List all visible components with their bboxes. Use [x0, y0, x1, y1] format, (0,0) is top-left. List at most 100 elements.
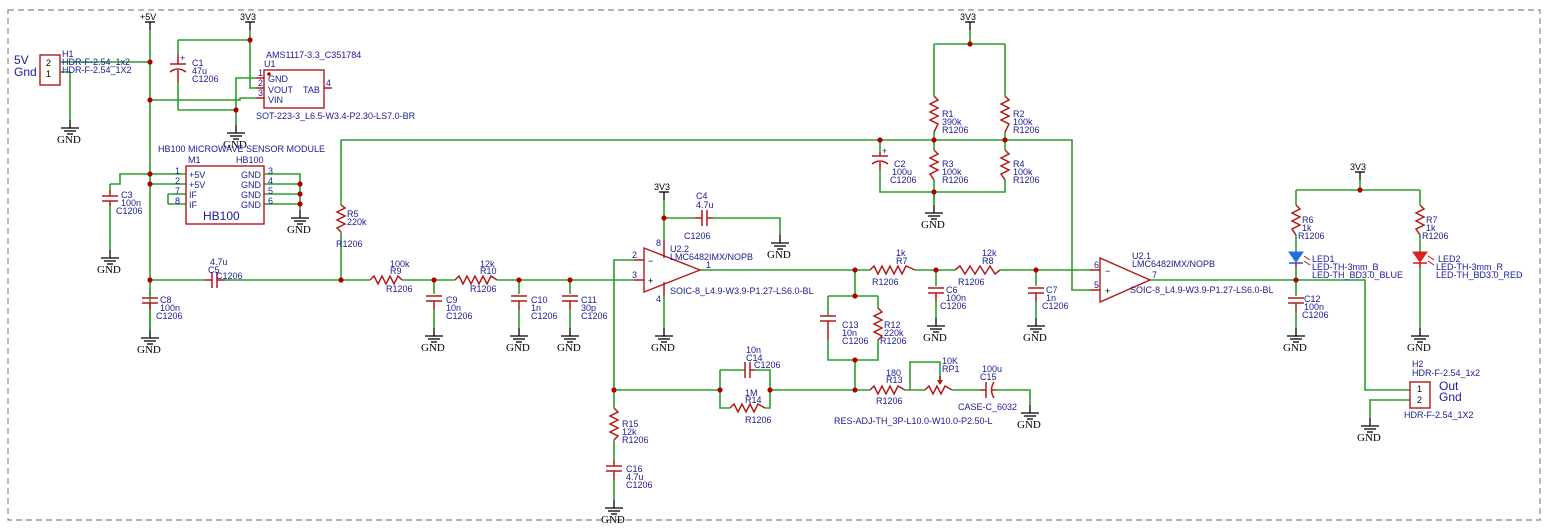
svg-text:+: + — [1105, 286, 1110, 296]
gnd-label: GND — [137, 344, 161, 356]
gnd-label: GND — [601, 514, 625, 526]
u22-value: LMC6482IMX/NOPB — [670, 252, 753, 262]
m1-title: HB100 MICROWAVE SENSOR MODULE — [158, 144, 325, 154]
resistor-r13: 180 R13 R1206 — [869, 368, 906, 406]
svg-text:220k: 220k — [347, 217, 367, 227]
svg-text:GND: GND — [241, 180, 262, 190]
u21-value: LMC6482IMX/NOPB — [1132, 259, 1215, 269]
svg-text:8: 8 — [175, 196, 180, 206]
svg-text:1k: 1k — [1426, 223, 1436, 233]
svg-text:C5: C5 — [208, 265, 220, 275]
svg-text:C1206: C1206 — [581, 311, 608, 321]
svg-text:12k: 12k — [622, 427, 637, 437]
resistor-r5: R5 220k R1206 — [335, 204, 367, 249]
svg-text:1: 1 — [1417, 384, 1422, 394]
gnd-label: GND — [1283, 342, 1307, 354]
svg-text:C8: C8 — [160, 295, 172, 305]
svg-text:HB100: HB100 — [236, 155, 264, 165]
gnd-label: GND — [651, 342, 675, 354]
capacitor-c16: C16 4.7u C1206 — [606, 460, 653, 490]
resistor-r7: R7 1k R1206 — [1414, 204, 1449, 241]
svg-text:6: 6 — [268, 196, 273, 206]
svg-text:2: 2 — [46, 58, 51, 68]
svg-text:IF: IF — [189, 200, 198, 210]
svg-text:390k: 390k — [942, 117, 962, 127]
opamp-u2-2: − + 2 3 1 8 4 U2.2 LMC6482IMX/NOPB SOIC-… — [632, 238, 814, 304]
gnd-label: GND — [767, 249, 791, 261]
svg-text:C1206: C1206 — [842, 336, 869, 346]
svg-text:R6: R6 — [1302, 215, 1314, 225]
gnd-label: GND — [1023, 332, 1047, 344]
svg-text:M1: M1 — [188, 155, 201, 165]
svg-text:R2: R2 — [1013, 109, 1025, 119]
gnd-label: GND — [57, 134, 81, 146]
capacitor-c9: C9 10n C1206 — [426, 295, 473, 321]
svg-text:R1206: R1206 — [872, 277, 899, 287]
vcc33-label: 3V3 — [960, 12, 976, 22]
svg-text:3: 3 — [632, 270, 637, 280]
resistor-r6: R6 1k R1206 — [1290, 204, 1325, 241]
svg-text:C14: C14 — [746, 353, 763, 363]
gnd-label: GND — [1407, 342, 1431, 354]
led-led2: LED2 LED-TH-3mm_R LED-TH_BD3.0_RED — [1412, 251, 1523, 280]
svg-text:C1206: C1206 — [1042, 301, 1069, 311]
svg-text:R1206: R1206 — [1298, 231, 1325, 241]
svg-text:RP1: RP1 — [942, 364, 960, 374]
svg-text:R5: R5 — [347, 209, 359, 219]
h2-value: HDR-F-2.54_1x2 — [1412, 368, 1480, 378]
svg-text:100n: 100n — [121, 198, 141, 208]
svg-text:8: 8 — [656, 238, 661, 248]
capacitor-c3: C3 100n C1206 — [102, 190, 143, 216]
svg-text:3: 3 — [258, 88, 263, 98]
svg-text:1n: 1n — [531, 303, 541, 313]
svg-text:C1206: C1206 — [754, 360, 781, 370]
svg-text:LED-TH-3mm_B: LED-TH-3mm_B — [1312, 262, 1379, 272]
svg-text:1k: 1k — [1302, 223, 1312, 233]
capacitor-c15: 100u C15 CASE-C_6032 — [958, 364, 1017, 412]
vcc5-label: +5V — [140, 12, 156, 22]
h2-footprint: HDR-F-2.54_1X2 — [1404, 410, 1474, 420]
svg-text:1: 1 — [258, 68, 263, 78]
svg-text:R4: R4 — [1013, 159, 1025, 169]
vcc33-label: 3V3 — [1350, 162, 1366, 172]
h1-label-gnd: Gnd — [14, 65, 37, 79]
svg-text:C1206: C1206 — [116, 206, 143, 216]
h1-label-5v: 5V — [14, 53, 29, 67]
header-h2: 1 2 Out Gnd H2 HDR-F-2.54_1x2 HDR-F-2.54… — [1404, 359, 1480, 420]
svg-text:+5V: +5V — [189, 170, 205, 180]
svg-text:2: 2 — [1417, 395, 1422, 405]
resistor-r14: 1M R14 R1206 — [729, 388, 772, 425]
svg-text:100k: 100k — [1013, 167, 1033, 177]
svg-text:100k: 100k — [390, 259, 410, 269]
svg-text:100n: 100n — [1304, 302, 1324, 312]
capacitor-c13: C13 10n C1206 — [820, 315, 869, 346]
svg-text:R1206: R1206 — [745, 415, 772, 425]
svg-text:LED-TH_BD3.0_BLUE: LED-TH_BD3.0_BLUE — [1312, 270, 1403, 280]
svg-text:R10: R10 — [480, 266, 497, 276]
svg-text:7: 7 — [175, 186, 180, 196]
resistor-r1: R1 390k R1206 — [928, 95, 969, 135]
svg-text:+: + — [180, 53, 185, 63]
capacitor-c10: C10 1n C1206 — [511, 295, 558, 321]
svg-text:100k: 100k — [942, 167, 962, 177]
svg-text:CASE-C_6032: CASE-C_6032 — [958, 402, 1017, 412]
svg-text:C10: C10 — [531, 295, 548, 305]
u1-designator: U1 — [264, 59, 276, 69]
svg-text:1: 1 — [46, 69, 51, 79]
resistor-r8: 1k R7 R1206 — [869, 248, 916, 287]
gnd-label: GND — [1357, 432, 1381, 444]
svg-text:LED-TH-3mm_R: LED-TH-3mm_R — [1436, 262, 1504, 272]
svg-text:TAB: TAB — [303, 85, 320, 95]
svg-text:C1: C1 — [192, 58, 204, 68]
svg-text:R1206: R1206 — [1013, 175, 1040, 185]
svg-text:3: 3 — [268, 166, 273, 176]
gnd-label: GND — [1017, 419, 1041, 431]
svg-text:+: + — [882, 146, 887, 156]
u22-designator: U2.2 — [670, 244, 689, 254]
svg-text:C1206: C1206 — [940, 301, 967, 311]
svg-text:−: − — [648, 256, 653, 266]
gnd-label: GND — [506, 342, 530, 354]
regulator-u1: 1 2 3 4 GND VOUT VIN TAB AMS1117-3.3_C35… — [256, 50, 416, 121]
gnd-label: GND — [421, 342, 445, 354]
